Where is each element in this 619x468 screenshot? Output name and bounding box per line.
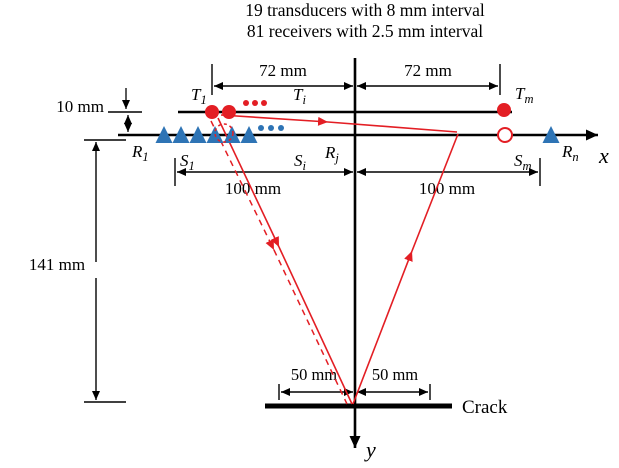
receiver-triangle — [155, 126, 173, 143]
receiver-ellipsis-dot — [258, 125, 264, 131]
receiver-triangle — [172, 126, 190, 143]
ray-crack-to-receiver — [352, 250, 413, 405]
title-line2: 81 receivers with 2.5 mm interval — [247, 21, 483, 41]
label-t1: T1 — [191, 85, 207, 107]
title-line1: 19 transducers with 8 mm interval — [245, 0, 485, 20]
label-r1: R1 — [131, 142, 149, 164]
transducer-ellipsis-dot — [261, 100, 267, 106]
x-axis-label: x — [598, 143, 609, 168]
label-s1: S1 — [180, 151, 195, 173]
label-sm: Sm — [514, 151, 532, 173]
dim-72mm-left: 72 mm — [259, 61, 307, 80]
transducer-ellipsis-dot — [243, 100, 249, 106]
ray-surface-2 — [327, 121, 458, 133]
receiver-ellipsis-dot — [278, 125, 284, 131]
label-ti: Ti — [293, 85, 306, 107]
dim-10mm: 10 mm — [56, 97, 104, 116]
dim-141mm: 141 mm — [29, 255, 85, 274]
dim-100mm-left: 100 mm — [225, 179, 281, 198]
dim-100mm-right: 100 mm — [419, 179, 475, 198]
receiver-ellipsis-dot — [268, 125, 274, 131]
transducer-dot-t1 — [205, 105, 219, 119]
open-receiver-circle-sm — [497, 127, 513, 143]
dim-50mm-left: 50 mm — [291, 365, 337, 384]
crack-label: Crack — [462, 397, 508, 418]
receiver-triangle-rn — [542, 126, 560, 143]
label-rn: Rn — [561, 142, 579, 164]
receiver-triangle — [223, 126, 241, 143]
ray-crack-to-receiver-2 — [411, 133, 459, 252]
transducer-ellipsis-dot — [252, 100, 258, 106]
dim-72mm-right: 72 mm — [404, 61, 452, 80]
receiver-triangle — [240, 126, 258, 143]
y-axis-label: y — [364, 437, 376, 462]
ray-transducer-to-crack-2 — [278, 246, 353, 405]
label-tm: Tm — [515, 84, 534, 106]
transducer-dot-tm — [497, 103, 511, 117]
label-si: Si — [294, 151, 307, 173]
ray-surface — [220, 114, 329, 126]
transducer-dot — [222, 105, 236, 119]
label-rj: Rj — [324, 143, 339, 165]
dim-50mm-right: 50 mm — [372, 365, 418, 384]
selected-receiver-dashed-circle — [214, 123, 234, 143]
receiver-triangle — [189, 126, 207, 143]
